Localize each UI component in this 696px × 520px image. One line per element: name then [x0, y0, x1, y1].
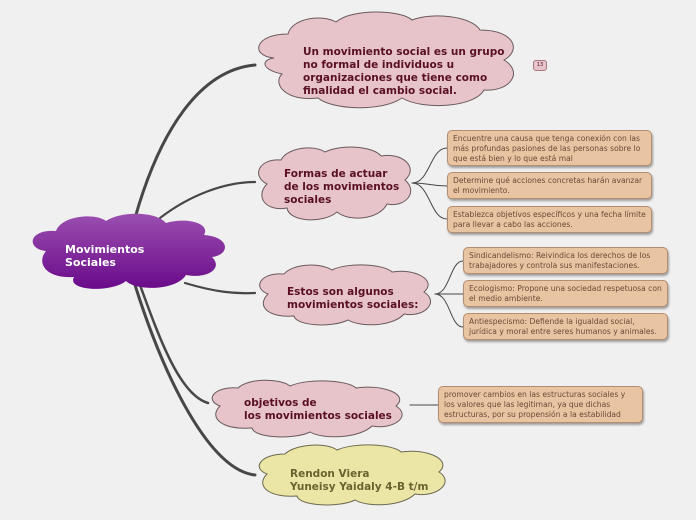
- author-label: Rendon Viera Yuneisy Yaidaly 4-B t/m: [290, 468, 429, 493]
- topic-formas-de-actuar[interactable]: Formas de actuar de los movimientos soci…: [253, 146, 415, 222]
- topic-definition[interactable]: Un movimiento social es un grupo no form…: [252, 11, 528, 109]
- topic-movimientos-ejemplos[interactable]: Estos son algunos movimientos sociales:: [254, 264, 438, 326]
- topic-objetivos-label: objetivos de los movimientos sociales: [244, 397, 392, 422]
- central-topic[interactable]: Movimientos Sociales: [26, 211, 226, 289]
- cloud-shape: [211, 379, 403, 438]
- connector-formas-note-3: [411, 182, 448, 220]
- note-ejemplo-ecologismo[interactable]: Ecologismo: Propone una sociedad respetu…: [463, 280, 668, 307]
- connector-central-to-objetivos: [138, 283, 210, 405]
- connector-formas-note-2: [411, 182, 448, 187]
- note-formas-1[interactable]: Encuentre una causa que tenga conexión c…: [447, 130, 652, 166]
- cloud-shape: [259, 264, 431, 326]
- note-formas-3[interactable]: Establezca objetivos específicos y una f…: [447, 206, 652, 233]
- notes-count-badge[interactable]: 13: [533, 60, 547, 71]
- cloud-shape: [258, 11, 514, 109]
- topic-objetivos[interactable]: objetivos de los movimientos sociales: [206, 379, 412, 438]
- cloud-shape: [258, 146, 412, 221]
- connector-central-to-author: [133, 283, 257, 477]
- connector-ejemplos-note-1: [434, 260, 464, 295]
- topic-formas-label: Formas de actuar de los movimientos soci…: [284, 168, 400, 206]
- note-ejemplo-sindicandelismo[interactable]: Sindicandelismo: Reivindica los derechos…: [463, 247, 668, 274]
- connector-formas-note-1: [411, 147, 448, 184]
- note-objetivos[interactable]: promover cambios en las estructuras soci…: [438, 386, 643, 423]
- cloud-shape: [258, 444, 446, 506]
- connector-central-to-ejemplos: [183, 281, 257, 295]
- note-ejemplo-antiespecismo[interactable]: Antiespecismo: Defiende la igualdad soci…: [463, 313, 668, 340]
- central-topic-label: Movimientos Sociales: [65, 243, 145, 269]
- topic-ejemplos-label: Estos son algunos movimientos sociales:: [287, 286, 419, 311]
- connector-central-to-definition: [133, 63, 257, 220]
- connector-ejemplos-note-3: [434, 293, 464, 328]
- connector-central-to-formas: [158, 180, 257, 220]
- cloud-shape: [32, 213, 225, 289]
- note-formas-2[interactable]: Determine qué acciones concretas harán a…: [447, 172, 652, 199]
- topic-author[interactable]: Rendon Viera Yuneisy Yaidaly 4-B t/m: [253, 444, 453, 506]
- topic-definition-label: Un movimiento social es un grupo no form…: [303, 46, 505, 97]
